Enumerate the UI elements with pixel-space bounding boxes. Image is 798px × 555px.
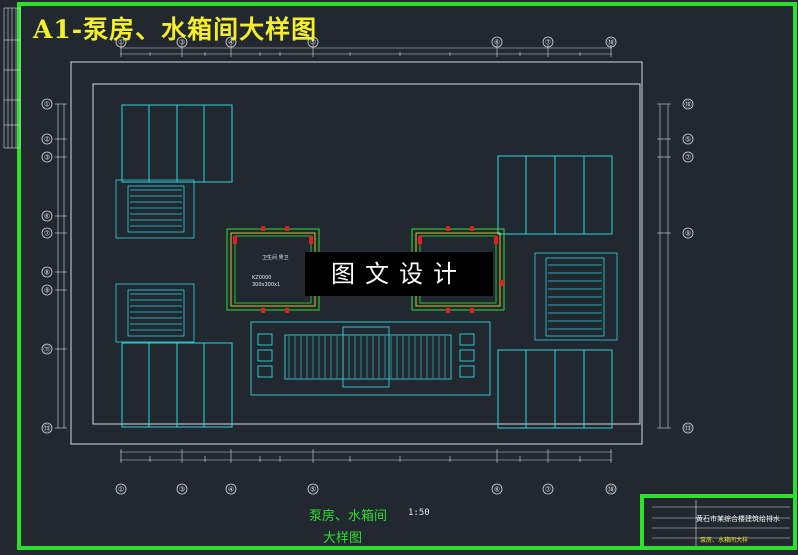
axis-bubble-left [41, 284, 53, 296]
axis-bubble-top-label: ⑱ [608, 39, 615, 47]
axis-bubble-left [41, 227, 53, 239]
axis-bubble-bottom [176, 483, 188, 495]
axis-bubble-top [605, 36, 617, 48]
tank-top-right [497, 155, 613, 235]
axis-bubble-bottom [225, 483, 237, 495]
title-block-drawing: 泵房、水箱间大样 [700, 537, 749, 544]
axis-bubble-bottom [115, 483, 127, 495]
axis-bubble-right-label: ⑬ [685, 425, 692, 433]
axis-bubble-right [682, 422, 694, 434]
axis-bubbles-bottom: ① ③ ④ ⑤ ⑥ ⑦ ⑱ [115, 483, 617, 495]
stair-left-upper [115, 179, 195, 239]
axis-bubble-top [176, 36, 188, 48]
drawing-caption-sub: 大样图 [323, 531, 363, 546]
axis-bubble-top-label: ④ [228, 39, 234, 47]
axis-bubble-left [41, 266, 53, 278]
pump-room [250, 321, 491, 396]
axis-bubble-bottom [605, 483, 617, 495]
axis-bubbles-right: ⑯ ⑤ ⑦ ⑨ ⑬ [682, 98, 694, 434]
water-tanks [121, 104, 613, 429]
axis-bubble-left [41, 343, 53, 355]
axis-bubble-top [542, 36, 554, 48]
axis-bubble-left [41, 151, 53, 163]
axis-bubble-top-label: ① [118, 39, 124, 47]
inner-wall-outline [92, 83, 641, 425]
outer-frame [17, 2, 797, 550]
axis-bubble-top [307, 36, 319, 48]
axis-bubble-bottom-label: ⑱ [608, 486, 615, 494]
axis-bubble-bottom [542, 483, 554, 495]
axis-bubble-bottom-label: ④ [228, 486, 234, 494]
axis-bubbles-top: ① ③ ④ ⑤ ⑥ ⑦ ⑱ [115, 36, 617, 48]
outer-wall-outline [70, 61, 643, 445]
room-columns [233, 226, 504, 313]
axis-bubble-bottom-label: ⑤ [310, 486, 316, 494]
title-block-project: 黄石市某综合楼建筑给排水 [696, 515, 780, 523]
axis-bubble-left-label: ③ [44, 154, 50, 162]
axis-bubble-left-label: ⑪ [44, 346, 51, 354]
tank-top-left [121, 104, 233, 183]
room-label-1: 卫生间 男卫 [262, 255, 289, 261]
axis-bubble-top-label: ⑥ [494, 39, 500, 47]
axis-bubble-left-label: ⑨ [44, 287, 50, 295]
axis-bubble-left-label: ② [44, 136, 50, 144]
pump-grid [288, 336, 446, 378]
axis-bubble-left-label: ⑬ [44, 425, 51, 433]
axis-bubble-bottom-label: ① [118, 486, 124, 494]
title-block [640, 494, 797, 550]
axis-bubble-right-label: ⑦ [685, 154, 691, 162]
axis-bubble-right [682, 133, 694, 145]
axis-bubble-left-label: ① [44, 101, 50, 109]
axis-bubble-right-label: ⑨ [685, 230, 691, 238]
axis-bubble-top [115, 36, 127, 48]
axis-bubble-top [225, 36, 237, 48]
axis-bubble-bottom-label: ③ [179, 486, 185, 494]
tank-bottom-right [497, 349, 613, 429]
drawing-caption: 泵房、水箱间 [309, 509, 388, 524]
room-label-3: 300x300x1 [252, 282, 281, 288]
axis-bubble-bottom-label: ⑥ [494, 486, 500, 494]
binding-margin [3, 7, 21, 149]
axis-bubble-top [491, 36, 503, 48]
axis-bubble-right-label: ⑤ [685, 136, 691, 144]
stair-right [534, 252, 618, 341]
stair-left-lower [115, 283, 195, 343]
tank-bottom-left [121, 342, 233, 428]
axis-bubbles-left: ① ② ③ ⑥ ⑦ ⑧ ⑨ ⑪ ⑬ [41, 98, 53, 434]
axis-bubble-right [682, 98, 694, 110]
axis-bubble-left [41, 98, 53, 110]
axis-bubble-left-label: ⑧ [44, 269, 50, 277]
axis-bubble-right [682, 151, 694, 163]
axis-bubble-right [682, 227, 694, 239]
axis-bubble-left-label: ⑥ [44, 213, 50, 221]
axis-bubble-bottom-label: ⑦ [545, 486, 551, 494]
axis-bubble-bottom [491, 483, 503, 495]
drawing-scale: 1:50 [408, 508, 430, 518]
axis-bubble-left [41, 210, 53, 222]
axis-bubble-right-label: ⑯ [685, 101, 692, 109]
room-label-2: KZ0000 [252, 275, 272, 281]
watermark-label: 图文设计 [305, 252, 493, 296]
axis-bubble-left-label: ⑦ [44, 230, 50, 238]
axis-bubble-top-label: ⑤ [310, 39, 316, 47]
stairs [115, 179, 618, 343]
axis-bubble-left [41, 422, 53, 434]
axis-bubble-top-label: ⑦ [545, 39, 551, 47]
drawing-title: A1-泵房、水箱间大样图 [33, 15, 318, 44]
dimension-lines [57, 47, 669, 461]
axis-bubble-top-label: ③ [179, 39, 185, 47]
axis-bubble-left [41, 133, 53, 145]
axis-bubble-bottom [307, 483, 319, 495]
